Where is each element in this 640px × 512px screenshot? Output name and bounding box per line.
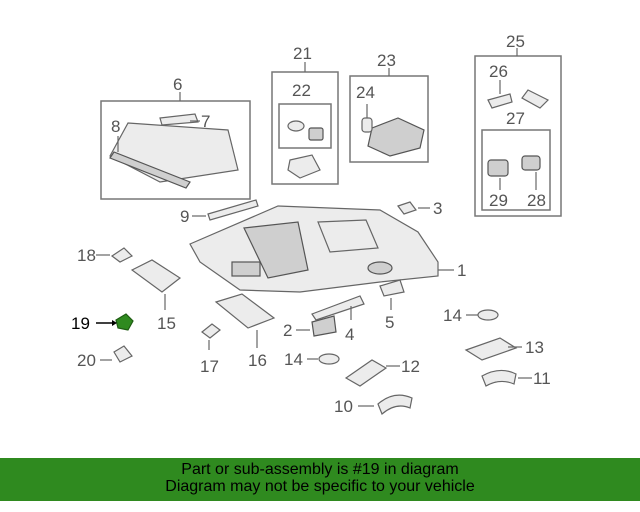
callout-3[interactable]: 3	[433, 199, 442, 218]
callout-28[interactable]: 28	[527, 191, 546, 210]
banner-line-1: Part or sub-assembly is #19 in diagram	[181, 461, 459, 478]
callout-20[interactable]: 20	[77, 351, 96, 370]
sunvisor-16-part	[214, 293, 276, 329]
callout-9[interactable]: 9	[180, 207, 189, 226]
callout-8[interactable]: 8	[111, 117, 120, 136]
callout-6[interactable]: 6	[173, 75, 182, 94]
part-2	[311, 315, 337, 337]
part-13	[464, 337, 518, 361]
callout-23[interactable]: 23	[377, 51, 396, 70]
callout-11[interactable]: 11	[533, 369, 551, 388]
callout-4[interactable]: 4	[345, 325, 354, 344]
callout-19[interactable]: 19	[71, 314, 90, 333]
callout-7[interactable]: 7	[201, 112, 210, 131]
sunroof-panel-group	[100, 100, 251, 200]
callout-14b[interactable]: 14	[284, 350, 303, 369]
callout-15[interactable]: 15	[157, 314, 176, 333]
callout-25[interactable]: 25	[506, 32, 525, 51]
callout-2[interactable]: 2	[283, 321, 292, 340]
bracket-20-part	[113, 345, 133, 363]
plug-14b-part	[318, 353, 340, 365]
callout-13[interactable]: 13	[525, 338, 544, 357]
callout-17[interactable]: 17	[200, 357, 219, 376]
headliner-part	[189, 205, 439, 293]
hook-17-part	[201, 323, 221, 339]
callout-10[interactable]: 10	[334, 397, 353, 416]
bracket-18-part	[110, 247, 134, 263]
clip-part	[397, 201, 417, 215]
trim-strip-part	[207, 199, 259, 221]
part-12	[344, 359, 388, 387]
info-banner: Part or sub-assembly is #19 in diagram D…	[0, 458, 640, 501]
callout-26[interactable]: 26	[489, 62, 508, 81]
plug-14a-part	[477, 309, 499, 321]
callout-16[interactable]: 16	[248, 351, 267, 370]
grab-handle-11-part	[481, 369, 517, 387]
callout-14a[interactable]: 14	[443, 306, 462, 325]
grab-handle-10-part	[377, 394, 413, 416]
callout-27[interactable]: 27	[506, 109, 525, 128]
callout-12[interactable]: 12	[401, 357, 420, 376]
banner-line-2: Diagram may not be specific to your vehi…	[165, 478, 475, 495]
parts-diagram: 6 7 8 21 22 23 24 25 26 27 29 28	[71, 32, 562, 416]
callout-21[interactable]: 21	[293, 44, 312, 63]
callout-5[interactable]: 5	[385, 313, 394, 332]
part-5	[379, 279, 405, 297]
callout-1[interactable]: 1	[457, 261, 466, 280]
sunvisor-part	[130, 259, 182, 293]
callout-24[interactable]: 24	[356, 83, 375, 102]
group-23	[349, 75, 429, 163]
group-25	[474, 55, 562, 217]
part-4	[311, 295, 365, 321]
callout-18[interactable]: 18	[77, 246, 96, 265]
callout-29[interactable]: 29	[489, 191, 508, 210]
highlighted-part-19[interactable]	[115, 313, 134, 331]
group-21	[271, 71, 339, 185]
callout-22[interactable]: 22	[292, 81, 311, 100]
